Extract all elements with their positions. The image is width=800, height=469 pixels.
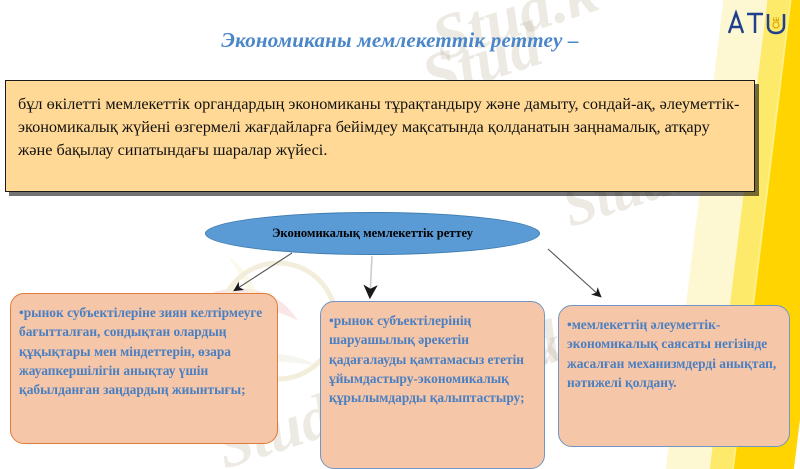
connector-right [547,248,602,298]
diagram-node-2[interactable]: •рынок субъектілерінің шаруашылық әрекет… [320,301,545,469]
connector-left [233,252,293,292]
atu-logo-icon [727,9,786,35]
definition-box: бұл өкілетті мемлекеттік органдардың эко… [5,80,755,192]
connector-center [363,255,378,300]
diagram-root-node[interactable]: Экономикалық мемлекеттік реттеу [205,212,540,255]
diagram-node-1[interactable]: •рынок субъектілеріне зиян келтірмеуге б… [10,293,278,444]
page-title: Экономиканы мемлекеттік реттеу – [221,28,579,52]
diagram-node-3[interactable]: •мемлекеттің әлеуметтік-экономикалық сая… [558,305,790,447]
